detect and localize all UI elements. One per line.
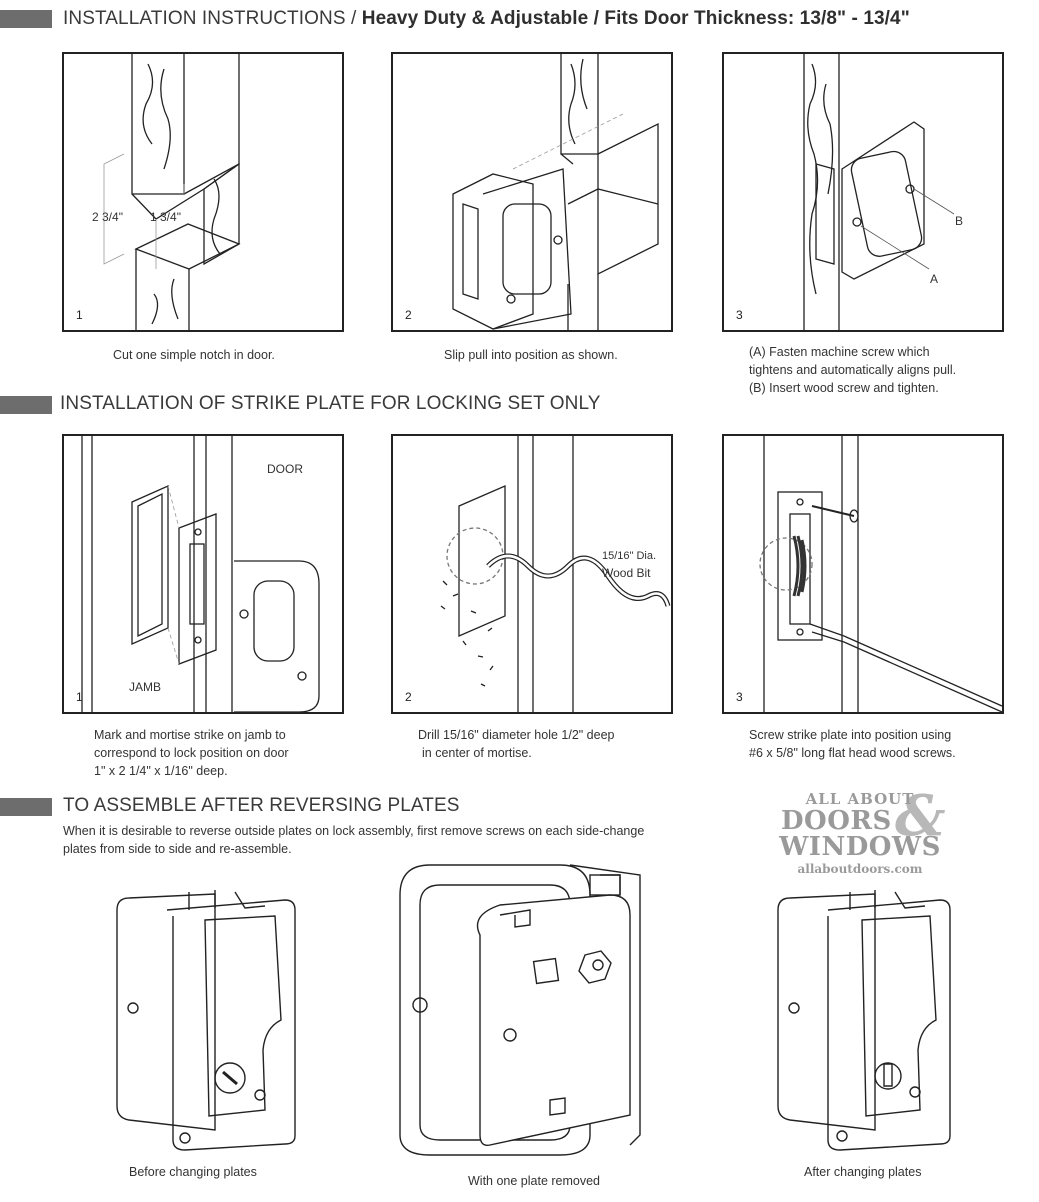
screw-illustration xyxy=(759,436,1002,712)
bit-name-label: Wood Bit xyxy=(602,566,651,580)
callout-label-b: B xyxy=(955,214,964,228)
door-label: DOOR xyxy=(267,462,303,476)
mortise-illustration xyxy=(81,436,320,712)
title-plain: INSTALLATION INSTRUCTIONS / xyxy=(63,8,362,29)
brand-logo: ALL ABOUT DOORS WINDOWS allaboutdoors.co… xyxy=(779,790,941,876)
section-bar xyxy=(0,10,52,28)
dimension-label: 2 3/4" xyxy=(92,210,123,224)
step-panel-slip: 2 xyxy=(391,52,673,332)
figure-caption: Before changing plates xyxy=(129,1165,257,1179)
step-number: 2 xyxy=(405,308,412,322)
step-number: 2 xyxy=(405,690,412,704)
step-number: 3 xyxy=(736,690,743,704)
jamb-label: JAMB xyxy=(129,680,162,694)
pull-before-illustration xyxy=(116,890,296,1151)
notch-illustration xyxy=(103,54,241,330)
figure-caption: With one plate removed xyxy=(468,1174,601,1188)
section-title: TO ASSEMBLE AFTER REVERSING PLATES xyxy=(63,795,460,816)
logo-ampersand: & xyxy=(895,783,946,849)
step-panel-screw: 3 xyxy=(722,434,1004,714)
step-caption: Drill 15/16" diameter hole 1/2" deep in … xyxy=(418,728,615,760)
step-panel-fasten: A B 3 xyxy=(722,52,1004,332)
step-panel-mortise: DOOR JAMB 1 xyxy=(62,434,344,714)
plate-removed-illustration xyxy=(399,864,641,1156)
title-bold: Heavy Duty & Adjustable / Fits Door Thic… xyxy=(361,8,910,29)
section-title: INSTALLATION OF STRIKE PLATE FOR LOCKING… xyxy=(60,393,601,414)
section-title: INSTALLATION INSTRUCTIONS / Heavy Duty &… xyxy=(63,8,910,30)
fasten-illustration xyxy=(803,54,955,330)
bit-size-label: 15/16" Dia. xyxy=(602,550,657,562)
pull-insert-illustration xyxy=(452,54,659,330)
pull-after-illustration xyxy=(777,890,951,1151)
step-number: 1 xyxy=(76,690,83,704)
dimension-label: 1 3/4" xyxy=(150,210,181,224)
step-caption: (A) Fasten machine screw which tightens … xyxy=(749,345,957,395)
section-description: When it is desirable to reverse outside … xyxy=(63,824,645,856)
step-number: 3 xyxy=(736,308,743,322)
section-bar xyxy=(0,396,52,414)
step-caption: Cut one simple notch in door. xyxy=(113,348,275,362)
drill-illustration xyxy=(440,436,671,712)
step-caption: Slip pull into position as shown. xyxy=(444,348,618,362)
step-panel-notch: 2 3/4" 1 3/4" 1 xyxy=(62,52,344,332)
section-bar xyxy=(0,798,52,816)
step-number: 1 xyxy=(76,308,83,322)
step-caption: Mark and mortise strike on jamb to corre… xyxy=(94,728,289,778)
figure-caption: After changing plates xyxy=(804,1165,922,1179)
step-caption: Screw strike plate into position using #… xyxy=(749,728,956,760)
callout-label-a: A xyxy=(930,272,939,286)
step-panel-drill: 15/16" Dia. Wood Bit 2 xyxy=(391,434,673,714)
